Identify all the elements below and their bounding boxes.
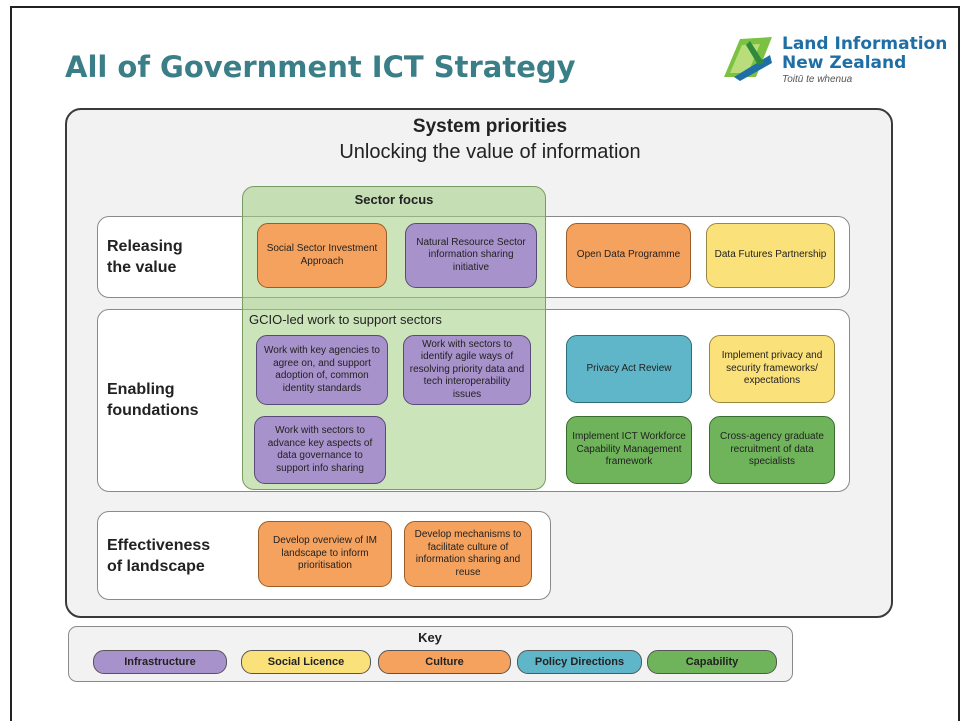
row-label-line: foundations (107, 402, 199, 419)
system-priorities-title: System priorities (412, 116, 568, 137)
initiative-graduate-recruitment: Cross-agency graduate recruitment of dat… (709, 416, 835, 484)
initiative-privacy-frameworks: Implement privacy and security framework… (709, 335, 835, 403)
initiative-identity-standards: Work with key agencies to agree on, and … (256, 335, 388, 405)
gcio-led-label: GCIO-led work to support sectors (249, 312, 442, 327)
initiative-culture-mechanisms: Develop mechanisms to facilitate culture… (404, 521, 532, 587)
initiative-open-data: Open Data Programme (566, 223, 691, 288)
row-label-releasing: Releasing the value (107, 236, 183, 278)
row-label-enabling: Enabling foundations (107, 379, 199, 421)
logo-text-line1: Land Information (782, 34, 948, 54)
logo-tagline: Toitū te whenua (782, 74, 853, 85)
key-item-social-licence: Social Licence (241, 650, 371, 674)
linz-logo-icon (724, 37, 772, 81)
key-item-culture: Culture (378, 650, 511, 674)
key-item-capability: Capability (647, 650, 777, 674)
initiative-privacy-act: Privacy Act Review (566, 335, 692, 403)
system-priorities-subtitle: Unlocking the value of information (339, 141, 641, 163)
initiative-data-futures: Data Futures Partnership (706, 223, 835, 288)
row-label-line: Enabling (107, 381, 175, 398)
sector-focus-title: Sector focus (354, 192, 434, 207)
slide-title: All of Government ICT Strategy (65, 50, 576, 84)
initiative-social-sector: Social Sector Investment Approach (257, 223, 387, 288)
initiative-data-governance: Work with sectors to advance key aspects… (254, 416, 386, 484)
initiative-im-overview: Develop overview of IM landscape to info… (258, 521, 392, 587)
initiative-agile-ways: Work with sectors to identify agile ways… (403, 335, 531, 405)
row-label-line: Releasing (107, 238, 183, 255)
key-item-infrastructure: Infrastructure (93, 650, 227, 674)
initiative-natural-resource: Natural Resource Sector information shar… (405, 223, 537, 288)
row-label-line: Effectiveness (107, 537, 211, 554)
logo-text-line2: New Zealand (782, 53, 907, 73)
key-title: Key (418, 630, 442, 645)
row-label-effectiveness: Effectiveness of landscape (107, 535, 210, 577)
row-label-line: of landscape (107, 558, 205, 575)
row-label-line: the value (107, 259, 177, 276)
initiative-workforce-capability: Implement ICT Workforce Capability Manag… (566, 416, 692, 484)
key-item-policy-directions: Policy Directions (517, 650, 642, 674)
